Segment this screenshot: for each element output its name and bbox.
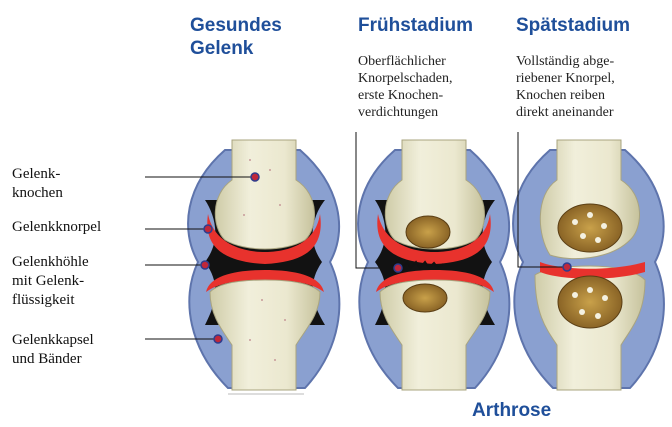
marker-dot	[214, 335, 222, 343]
marker-dot	[204, 225, 212, 233]
marker-dot	[563, 263, 571, 271]
bone-lesion	[558, 204, 622, 252]
marker-dot	[394, 264, 402, 272]
bone-lesion	[403, 284, 447, 312]
marker-dot	[251, 173, 259, 181]
marker-dot	[201, 261, 209, 269]
late-stage-joint	[513, 140, 664, 390]
early-stage-joint	[358, 140, 509, 390]
bone-lesion	[558, 276, 622, 328]
bone-lesion	[406, 216, 450, 248]
healthy-joint	[188, 140, 339, 394]
